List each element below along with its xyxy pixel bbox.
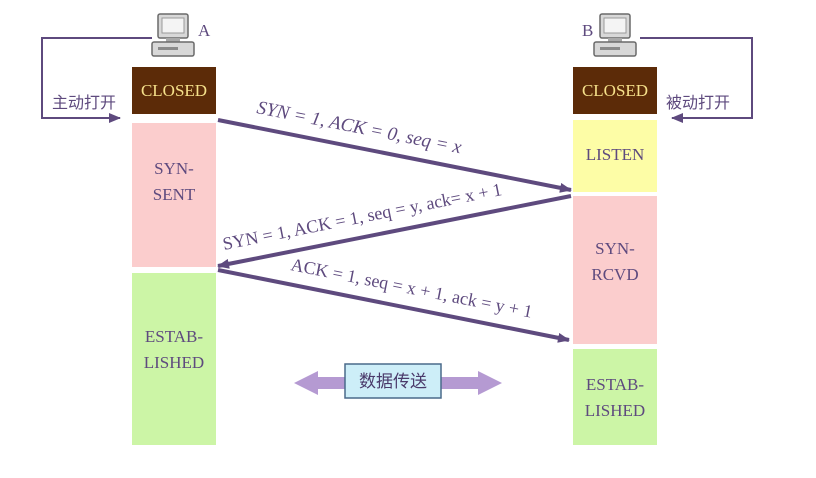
state-b-established-box [573,349,657,445]
state-b-closed-box [573,67,657,114]
state-b-established-label: ESTAB-LISHED [585,375,645,420]
host-a-label: A [198,21,211,40]
state-b-syn-rcvd-label: SYN-RCVD [591,239,638,284]
active-open-loop [41,37,152,123]
state-a-closed-box [132,67,216,114]
computer-b-icon [593,13,637,57]
state-a-syn-sent-box [132,123,216,267]
state-b-closed-label: CLOSED [582,81,648,100]
active-open-label: 主动打开 [52,93,116,112]
syn-ack-arrow [217,194,572,269]
data-transfer-box [344,363,442,399]
state-a-established-label: ESTAB-LISHED [144,327,204,372]
ack-message-label: ACK = 1, seq = x + 1, ack = y + 1 [289,254,534,321]
syn-arrow [217,118,572,193]
state-b-listen-label: LISTEN [586,145,645,164]
state-a-closed-label: CLOSED [141,81,207,100]
computer-a-icon [151,13,195,57]
state-b-listen-box [573,120,657,192]
state-a-syn-sent-label: SYN-SENT [153,159,196,204]
data-transfer-label: 数据传送 [359,372,427,392]
state-a-established-box [132,273,216,445]
host-b-label: B [582,21,593,40]
passive-open-loop [640,37,753,123]
passive-open-label: 被动打开 [666,93,730,112]
ack-arrow [217,268,570,343]
state-b-syn-rcvd-box [573,196,657,344]
